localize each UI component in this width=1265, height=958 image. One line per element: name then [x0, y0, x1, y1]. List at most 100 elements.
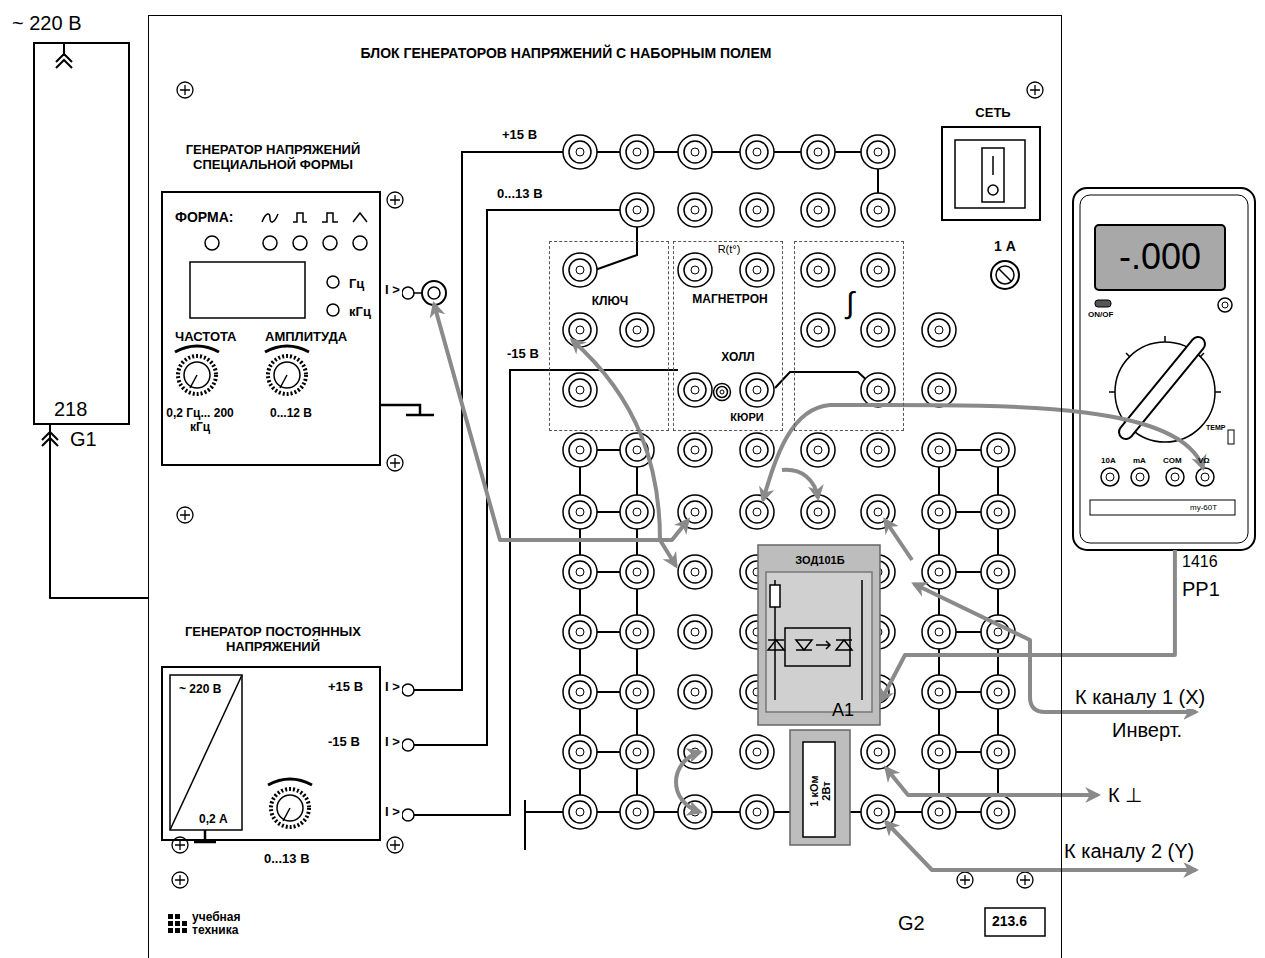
screws: [175, 875, 185, 885]
sockets: [922, 615, 956, 649]
sockets: [994, 508, 1002, 516]
sockets: [626, 621, 648, 643]
sockets: [740, 735, 774, 769]
screws: [387, 192, 403, 208]
optocoupler-a1: ЗОД101Б: [759, 546, 881, 726]
sockets: [563, 135, 597, 169]
sockets: [691, 386, 699, 394]
sockets: [678, 675, 712, 709]
sockets: [874, 326, 882, 334]
sockets: [563, 615, 597, 649]
sockets: [563, 373, 597, 407]
optocoupler-module: [768, 640, 784, 650]
logo-squares: [175, 928, 180, 933]
multimeter-body: [1228, 430, 1234, 444]
label: 1416: [1180, 553, 1220, 571]
screws: [177, 507, 193, 523]
sockets: [678, 555, 712, 589]
multimeter-body: [1126, 344, 1198, 432]
multimeter-body: [1101, 468, 1119, 486]
screws: [180, 510, 190, 520]
sockets: [746, 741, 768, 763]
black-wires: [414, 210, 620, 745]
sockets: [563, 675, 597, 709]
sockets: [753, 266, 761, 274]
sockets: [867, 439, 889, 461]
test-leads: [676, 752, 700, 812]
sockets: [569, 259, 591, 281]
sockets: [753, 386, 761, 394]
resistor-module: [790, 730, 850, 845]
sockets: [740, 433, 774, 467]
sockets: [928, 801, 950, 823]
logo-squares: [175, 914, 180, 919]
sockets: [753, 148, 761, 156]
sockets: [861, 193, 895, 227]
sockets: [576, 748, 584, 756]
special-generator-parts: [402, 287, 414, 299]
mains-switch-fuse: [982, 148, 1004, 202]
screws: [1017, 872, 1033, 888]
sockets: [922, 433, 956, 467]
special-generator-parts: [175, 213, 446, 415]
sockets: [801, 135, 835, 169]
multimeter-body: [1109, 336, 1221, 392]
sockets: [861, 253, 895, 287]
sockets: [569, 681, 591, 703]
sockets: [633, 568, 641, 576]
optocoupler-module: [836, 640, 852, 650]
sockets: [569, 141, 591, 163]
sockets: [981, 555, 1015, 589]
black-wires: [595, 227, 637, 270]
sockets: [678, 253, 712, 287]
multimeter-body: [1106, 473, 1114, 481]
sockets: [576, 508, 584, 516]
sockets: [922, 795, 956, 829]
sockets: [714, 384, 731, 401]
sockets: [620, 735, 654, 769]
sockets: [691, 568, 699, 576]
sockets: [981, 795, 1015, 829]
sockets: [563, 495, 597, 529]
sockets: [981, 735, 1015, 769]
panel-title: БЛОК ГЕНЕРАТОРОВ НАПРЯЖЕНИЙ С НАБОРНЫМ П…: [361, 45, 772, 61]
black-wires: [414, 370, 678, 815]
optocoupler-module: [766, 572, 872, 712]
sockets: [987, 561, 1009, 583]
sockets: [746, 199, 768, 221]
sockets: [935, 628, 943, 636]
sockets: [801, 495, 835, 529]
jack-label: COM: [1163, 456, 1182, 465]
resistor-module: [803, 742, 835, 837]
mains-switch: СЕТЬ: [941, 126, 1041, 221]
sockets: [746, 501, 768, 523]
sockets: [981, 675, 1015, 709]
sockets: [874, 206, 882, 214]
label: К каналу 2 (Y): [1062, 840, 1196, 863]
label: 0...13 В: [262, 852, 312, 867]
screws: [175, 840, 185, 850]
sockets: [569, 621, 591, 643]
logo-squares: [175, 921, 180, 926]
sockets: [987, 501, 1009, 523]
sockets: [874, 808, 882, 816]
logo-squares: [168, 914, 173, 919]
test-leads: [434, 304, 688, 540]
sockets: [620, 135, 654, 169]
label: -15 В: [505, 347, 541, 362]
sockets: [814, 148, 822, 156]
screws: [172, 82, 1043, 888]
sockets: [740, 795, 774, 829]
sockets: [740, 253, 774, 287]
module-label: МАГНЕТРОН: [692, 293, 767, 307]
sockets: [922, 735, 956, 769]
sockets: [569, 379, 591, 401]
mains-switch-fuse: [991, 261, 1019, 289]
sockets: [678, 433, 712, 467]
display-reading: -.000: [1119, 236, 1201, 277]
sockets: [563, 253, 597, 287]
sockets: [569, 501, 591, 523]
sockets: [626, 199, 648, 221]
sockets: [981, 555, 1015, 589]
multimeter-body: [1218, 298, 1232, 312]
